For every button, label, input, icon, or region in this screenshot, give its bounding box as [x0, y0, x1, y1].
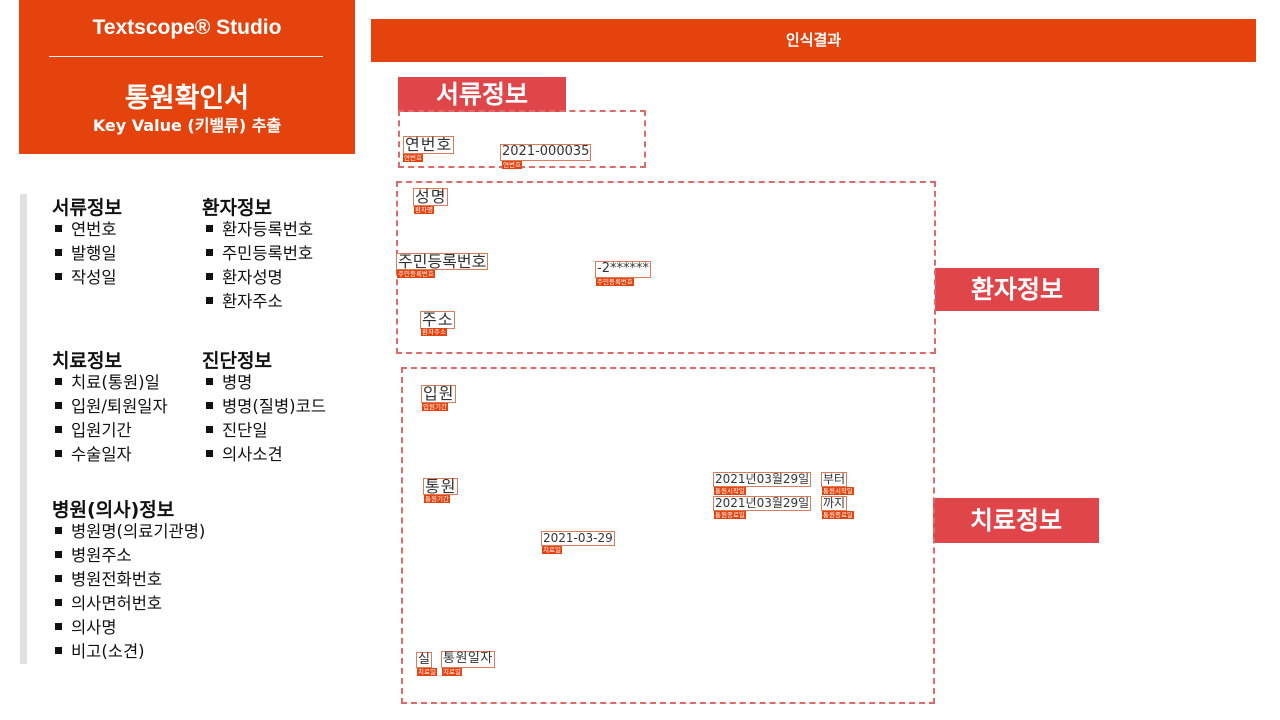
bullet-square-icon: [55, 225, 62, 232]
bullet-square-icon: [55, 378, 62, 385]
bullet-square-icon: [55, 273, 62, 280]
list-item: 의사소견: [206, 443, 326, 467]
word-label: 환자명: [414, 206, 434, 214]
bullet-square-icon: [55, 623, 62, 630]
detected-word-visit-days[interactable]: 통원일자: [441, 651, 495, 668]
bullet-square-icon: [206, 249, 213, 256]
word-label: 주민등록번호: [397, 270, 435, 278]
word-label: 치료일: [542, 546, 562, 554]
word-label: 입원기간: [422, 403, 448, 411]
bullet-square-icon: [55, 249, 62, 256]
list-item: 병명: [206, 371, 326, 395]
word-label: 치료일: [417, 668, 437, 676]
section-title-document: 서류정보: [52, 197, 122, 219]
list-item: 병원명(의료기관명): [55, 520, 205, 544]
result-header: 인식결과: [371, 19, 1256, 62]
bullet-square-icon: [206, 402, 213, 409]
list-item: 의사면허번호: [55, 592, 205, 616]
word-label: 연번호: [403, 154, 423, 162]
document-field-list: 연번호 발행일 작성일: [55, 218, 117, 290]
word-label: 통원시작일: [822, 487, 854, 495]
patient-field-list: 환자등록번호 주민등록번호 환자성명 환자주소: [206, 218, 313, 314]
tag-treatment-info: 치료정보: [933, 498, 1099, 543]
list-item: 환자주소: [206, 290, 313, 314]
detected-word-rrn-value[interactable]: -2******: [595, 261, 651, 278]
detected-word-start-date[interactable]: 2021년03월29일: [713, 472, 812, 487]
word-label: 통원종료일: [714, 511, 746, 519]
bullet-square-icon: [55, 426, 62, 433]
detected-word-serial-value[interactable]: 2021-000035: [500, 144, 592, 161]
detected-word-outpatient-key[interactable]: 통원: [423, 477, 459, 496]
bullet-square-icon: [55, 575, 62, 582]
hospital-field-list: 병원명(의료기관명) 병원주소 병원전화번호 의사면허번호 의사명 비고(소견): [55, 520, 205, 664]
detected-word-serial-key[interactable]: 연번호: [403, 135, 455, 154]
bullet-square-icon: [55, 599, 62, 606]
list-item: 비고(소견): [55, 640, 205, 664]
list-item: 병원전화번호: [55, 568, 205, 592]
detected-word-inpatient-key[interactable]: 입원: [421, 384, 457, 403]
list-item: 입원기간: [55, 419, 168, 443]
bullet-square-icon: [206, 426, 213, 433]
bullet-square-icon: [206, 450, 213, 457]
detected-word-treatment-date[interactable]: 2021-03-29: [541, 531, 615, 546]
word-label: 통원시작일: [714, 487, 746, 495]
group-box-document: [398, 110, 646, 168]
app-title: Textscope® Studio: [92, 16, 282, 39]
extraction-subtitle: Key Value (키밸류) 추출: [92, 116, 282, 135]
word-label: 치료일: [442, 668, 462, 676]
tag-patient-info: 환자정보: [935, 268, 1099, 311]
list-item: 입원/퇴원일자: [55, 395, 168, 419]
bullet-square-icon: [206, 225, 213, 232]
detected-word-address-key[interactable]: 주소: [420, 310, 456, 329]
tag-document-info: 서류정보: [398, 77, 566, 112]
word-label: 통원기간: [424, 495, 450, 503]
group-box-treatment: [401, 367, 935, 704]
bullet-square-icon: [55, 551, 62, 558]
bullet-square-icon: [206, 378, 213, 385]
brand-divider: [49, 56, 323, 57]
section-title-hospital: 병원(의사)정보: [52, 499, 175, 521]
list-item: 작성일: [55, 266, 117, 290]
bullet-square-icon: [206, 273, 213, 280]
list-item: 병명(질병)코드: [206, 395, 326, 419]
section-title-diagnosis: 진단정보: [202, 350, 272, 372]
list-item: 의사명: [55, 616, 205, 640]
list-item: 환자등록번호: [206, 218, 313, 242]
document-type-title: 통원확인서: [124, 83, 250, 114]
detected-word-rrn-key[interactable]: 주민등록번호: [396, 252, 489, 271]
list-item: 환자성명: [206, 266, 313, 290]
word-label: 연번호: [502, 161, 522, 169]
bullet-square-icon: [206, 297, 213, 304]
list-item: 병원주소: [55, 544, 205, 568]
diagnosis-field-list: 병명 병명(질병)코드 진단일 의사소견: [206, 371, 326, 467]
list-item: 진단일: [206, 419, 326, 443]
brand-panel: Textscope® Studio 통원확인서 Key Value (키밸류) …: [19, 0, 355, 154]
word-label: 통원종료일: [822, 511, 854, 519]
list-item: 주민등록번호: [206, 242, 313, 266]
bullet-square-icon: [55, 450, 62, 457]
detected-word-real[interactable]: 실: [416, 652, 432, 668]
detected-word-to[interactable]: 까지: [821, 496, 848, 511]
bullet-square-icon: [55, 402, 62, 409]
detected-word-name-key[interactable]: 성명: [413, 187, 449, 206]
detected-word-end-date[interactable]: 2021년03월29일: [713, 496, 812, 511]
section-title-treatment: 치료정보: [52, 350, 122, 372]
bullet-square-icon: [55, 647, 62, 654]
list-item: 발행일: [55, 242, 117, 266]
word-label: 환자주소: [421, 328, 447, 336]
list-item: 수술일자: [55, 443, 168, 467]
detected-word-from[interactable]: 부터: [821, 472, 848, 487]
list-item: 치료(통원)일: [55, 371, 168, 395]
left-accent-bar: [20, 194, 27, 664]
treatment-field-list: 치료(통원)일 입원/퇴원일자 입원기간 수술일자: [55, 371, 168, 467]
section-title-patient: 환자정보: [202, 197, 272, 219]
list-item: 연번호: [55, 218, 117, 242]
bullet-square-icon: [55, 527, 62, 534]
word-label: 주민등록번호: [596, 278, 634, 286]
